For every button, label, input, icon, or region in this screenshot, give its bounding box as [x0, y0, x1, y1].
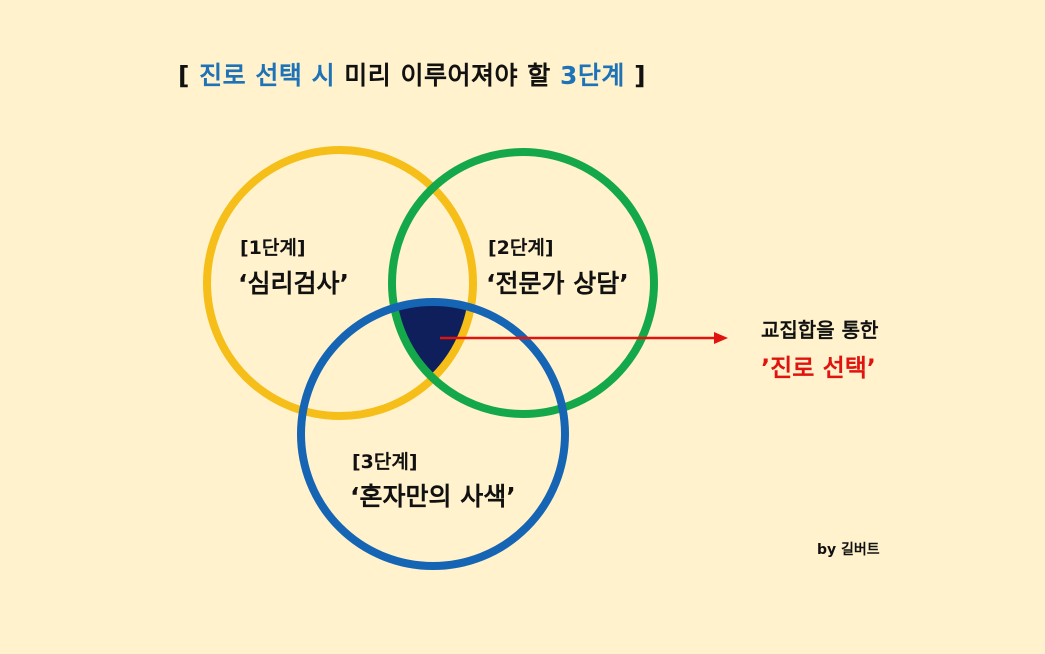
- title-bracket-close: ]: [634, 61, 646, 90]
- title-highlight-2: 3단계: [559, 61, 625, 90]
- circle-stage-1: [203, 146, 477, 420]
- stage-3-number: [3단계]: [352, 451, 418, 473]
- arrow-head: [714, 332, 728, 344]
- credit: by 길버트: [817, 542, 880, 558]
- note-line-1: 교집합을 통한: [761, 318, 879, 342]
- circle-stage-3: [297, 298, 569, 570]
- title-highlight-1: 진로 선택 시: [199, 61, 336, 90]
- title-bracket-open: [: [178, 61, 190, 90]
- stage-3-name: ‘혼자만의 사색’: [350, 482, 516, 511]
- stage-1-number: [1단계]: [240, 237, 306, 259]
- title-middle: 미리 이루어져야 할: [344, 61, 551, 90]
- stage-1-name: ‘심리검사’: [238, 269, 349, 298]
- stage-2-number: [2단계]: [488, 237, 554, 259]
- page-title: [ 진로 선택 시 미리 이루어져야 할 3단계 ]: [178, 56, 646, 92]
- note-line-2: ’진로 선택’: [761, 354, 876, 382]
- circle-stage-2: [388, 148, 658, 418]
- stage-2-name: ‘전문가 상담’: [486, 269, 629, 298]
